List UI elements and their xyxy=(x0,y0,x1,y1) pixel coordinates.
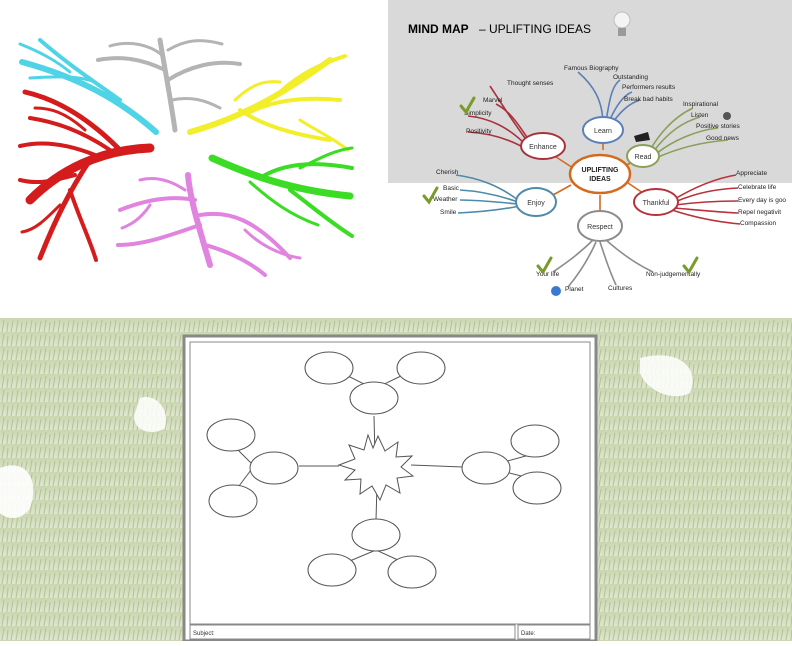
date-field xyxy=(517,624,591,640)
leaf-repel-negativity: Repel negativit xyxy=(738,209,781,216)
worksheet: Subject: Date: xyxy=(182,334,598,643)
oval-right-center xyxy=(461,451,511,485)
leaf-every-day: Every day is goo xyxy=(738,197,786,204)
svg-text:Read: Read xyxy=(635,154,652,161)
mind-map-title-rest: – UPLIFTING IDEAS xyxy=(479,22,591,36)
torn-patch-center-left xyxy=(134,397,166,433)
leaf-break-bad-habits: Break bad habits xyxy=(624,96,674,103)
check-icon-weather xyxy=(422,186,439,205)
leaf-positive-stories: Positive stories xyxy=(696,123,740,130)
leaf-positivity: Positivity xyxy=(466,128,492,135)
leaf-marvel: Marvel xyxy=(483,97,503,104)
lightbulb-icon xyxy=(613,11,631,36)
svg-text:Enjoy: Enjoy xyxy=(527,200,545,207)
leaf-planet: Planet xyxy=(565,286,584,293)
node-respect: Respect xyxy=(577,210,623,242)
torn-patch-right xyxy=(640,355,693,397)
subject-field xyxy=(189,624,516,640)
svg-text:UPLIFTING: UPLIFTING xyxy=(582,167,619,174)
check-icon-your-life xyxy=(536,256,553,275)
oval-bottom-left xyxy=(307,553,357,587)
svg-text:Thankful: Thankful xyxy=(643,200,670,207)
leaf-performers-results: Performers results xyxy=(622,84,676,91)
leaf-compassion: Compassion xyxy=(740,220,777,227)
leaf-smile: Smile xyxy=(440,209,457,216)
leaf-celebrate-life: Celebrate life xyxy=(738,184,777,191)
yellow-branch xyxy=(187,54,350,152)
node-enhance: Enhance xyxy=(520,132,566,160)
node-enjoy: Enjoy xyxy=(515,187,557,217)
leaf-famous-biography: Famous Biography xyxy=(564,65,619,72)
branch-mind-map-drawing xyxy=(18,37,354,277)
oval-right-top xyxy=(510,424,560,458)
mind-map-worksheet-area: Subject: Date: xyxy=(0,318,792,643)
leaf-outstanding: Outstanding xyxy=(613,74,648,81)
leaf-thought-senses: Thought senses xyxy=(507,80,554,87)
leaf-simplicity: Simplicity xyxy=(464,110,492,117)
leaf-cherish: Cherish xyxy=(436,169,459,176)
cyan-branch xyxy=(18,38,159,135)
subject-label: Subject: xyxy=(193,631,215,637)
node-read: Read xyxy=(626,144,660,168)
svg-text:Enhance: Enhance xyxy=(529,144,557,151)
svg-text:Learn: Learn xyxy=(594,128,612,135)
leaf-weather: Weather xyxy=(433,196,458,203)
svg-text:IDEAS: IDEAS xyxy=(589,176,611,183)
globe-icon xyxy=(551,286,561,296)
leaf-listen: Listen xyxy=(691,112,709,119)
oval-left-center xyxy=(249,451,299,485)
center-starburst xyxy=(337,433,415,502)
leaf-your-life: Your life xyxy=(536,271,560,278)
oval-top-left xyxy=(304,351,354,385)
check-icon-non-judgementally xyxy=(682,256,699,275)
leaf-appreciate: Appreciate xyxy=(736,170,767,177)
oval-top-right xyxy=(396,351,446,385)
oval-top-center xyxy=(349,381,399,415)
uplifting-ideas-drawing: MIND MAP – UPLIFTING IDEAS xyxy=(388,0,792,296)
oval-left-bottom xyxy=(208,484,258,518)
pink-branch xyxy=(116,172,302,277)
oval-right-bottom xyxy=(512,471,562,505)
worksheet-drawing: Subject: Date: xyxy=(0,318,792,643)
leaf-non-judgementally: Non-judgementally xyxy=(646,271,701,278)
node-learn: Learn xyxy=(582,116,624,144)
oval-left-top xyxy=(206,418,256,452)
svg-text:Respect: Respect xyxy=(587,224,613,231)
node-thankful: Thankful xyxy=(633,188,679,216)
color-branch-mind-map xyxy=(0,0,380,300)
uplifting-ideas-mind-map: MIND MAP – UPLIFTING IDEAS xyxy=(388,0,792,300)
leaf-cultures: Cultures xyxy=(608,285,633,292)
gray-header-band xyxy=(388,0,792,183)
node-uplifting-ideas-center: UPLIFTING IDEAS xyxy=(568,153,632,195)
leaf-good-news: Good news xyxy=(706,135,740,142)
oval-bottom-center xyxy=(351,518,401,552)
torn-patch-left xyxy=(0,465,34,518)
check-icon-simplicity xyxy=(459,96,476,115)
red-branch xyxy=(18,89,155,262)
mind-map-title-bold: MIND MAP xyxy=(408,22,469,36)
oval-bottom-right xyxy=(387,555,437,589)
leaf-inspirational: Inspirational xyxy=(683,101,719,108)
headphones-icon xyxy=(723,112,731,120)
book-icon xyxy=(634,132,650,142)
gray-branch xyxy=(96,37,242,133)
date-label: Date: xyxy=(521,631,536,637)
green-branch xyxy=(208,146,354,238)
leaf-basic: Basic xyxy=(443,185,460,192)
